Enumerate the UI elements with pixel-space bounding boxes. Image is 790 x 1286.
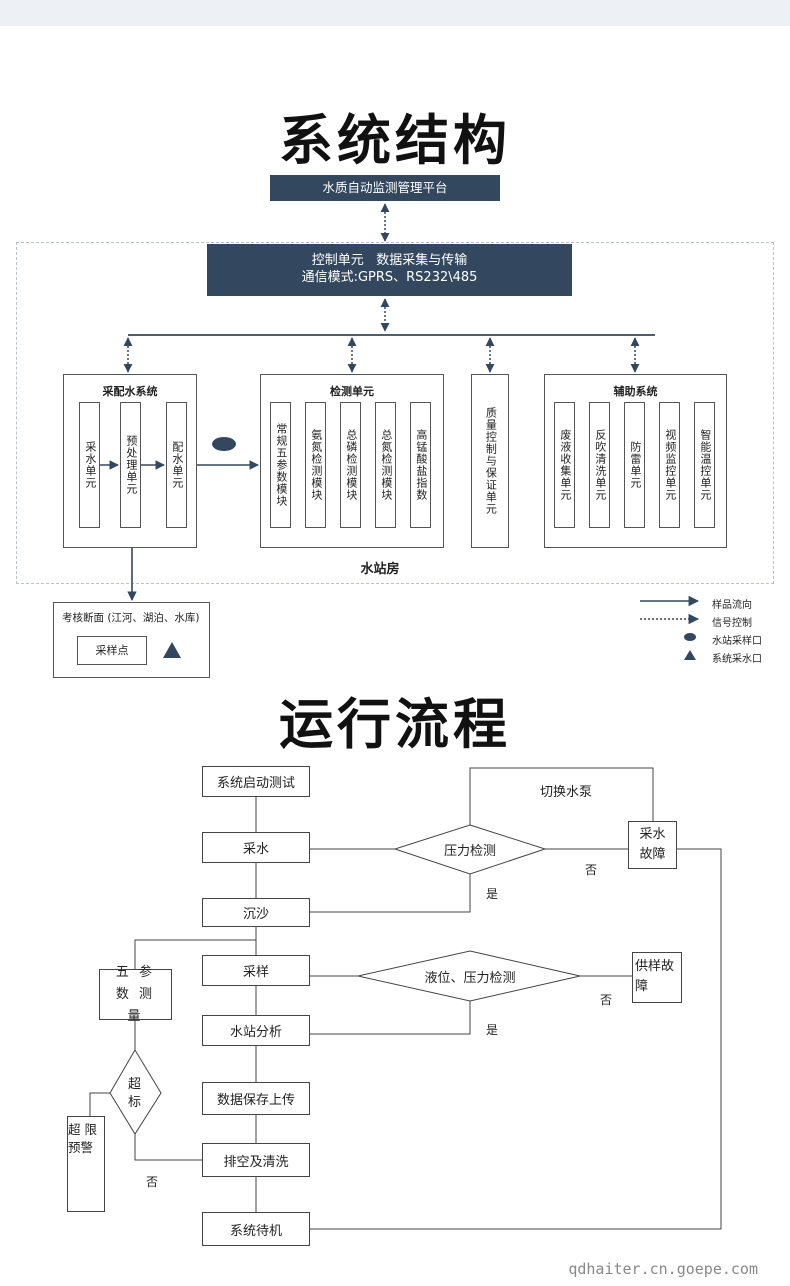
node-take-water: 采水 [202, 832, 310, 863]
unit-video: 视频监控单元 [659, 402, 680, 528]
no-label-3: 否 [146, 1175, 159, 1189]
platform-box: 水质自动监测管理平台 [270, 175, 500, 201]
exceed-label: 超标 [128, 1077, 142, 1110]
station-label: 水站房 [360, 562, 400, 577]
system-intake-port-icon [163, 642, 181, 658]
legend-port-ellipse-icon [684, 633, 696, 641]
station-boundary [16, 242, 774, 584]
node-analysis: 水站分析 [202, 1015, 310, 1046]
legend-sample-flow: 样品流向 [712, 600, 752, 611]
node-drain-clean: 排空及清洗 [202, 1143, 310, 1177]
unit-lightning: 防雷单元 [624, 402, 645, 528]
station-sampling-port-icon [212, 437, 236, 451]
level-check-label: 液位、压力检测 [424, 971, 516, 986]
pressure-check-label: 压力检测 [443, 844, 496, 859]
node-sediment: 沉沙 [202, 898, 310, 927]
footer-url: qdhaiter.cn.goepe.com [568, 1260, 758, 1278]
node-alarm: 超 限 预警 [67, 1116, 105, 1212]
yes-label-2: 是 [486, 1023, 499, 1037]
sample-flow-arrows [100, 460, 259, 601]
node-sampling: 采样 [202, 955, 310, 986]
legend-station-port: 水站采样口 [712, 636, 762, 647]
signal-connectors [123, 203, 640, 373]
unit-distribution: 配水单元 [166, 402, 187, 528]
unit-water-intake: 采水单元 [79, 402, 100, 528]
unit-phosphorus: 总磷检测模块 [340, 402, 361, 528]
quality-control-box: 质量控制与保证单元 [471, 374, 509, 548]
no-label-1: 否 [585, 863, 598, 877]
no-label-2: 否 [600, 993, 613, 1007]
node-supply-fault: 供样故障 [632, 952, 682, 1003]
control-unit-line1: 控制单元 数据采集与传输 [311, 253, 468, 268]
sample-point-box: 采样点 [77, 636, 147, 665]
unit-temperature: 智能温控单元 [694, 402, 715, 528]
node-save-upload: 数据保存上传 [202, 1082, 310, 1115]
top-bar [0, 0, 790, 26]
node-start-test: 系统启动测试 [202, 766, 310, 797]
unit-waste-liquid: 废液收集单元 [554, 402, 575, 528]
legend-system-port: 系统采水口 [712, 654, 762, 665]
assessment-section-box: 考核断面 (江河、湖泊、水库) [53, 602, 210, 678]
legend-signal: 信号控制 [712, 618, 752, 629]
node-standby: 系统待机 [202, 1212, 310, 1246]
legend-triangle-icon [684, 650, 696, 660]
node-pump-fault: 采水故障 [628, 821, 677, 869]
unit-permanganate: 高锰酸盐指数 [410, 402, 431, 528]
unit-pretreatment: 预处理单元 [120, 402, 141, 528]
assessment-section-label: 考核断面 (江河、湖泊、水库) [62, 612, 200, 624]
flow-title: 运行流程 [279, 692, 511, 756]
yes-label-1: 是 [486, 887, 499, 901]
structure-title: 系统结构 [279, 108, 511, 172]
unit-nitrogen: 总氮检测模块 [375, 402, 396, 528]
unit-five-params: 常规五参数模块 [270, 402, 291, 528]
control-unit-box: 控制单元 数据采集与传输 通信模式:GPRS、RS232\485 [207, 244, 572, 296]
unit-ammonia: 氨氮检测模块 [305, 402, 326, 528]
detection-title: 检测单元 [330, 385, 374, 398]
node-five-params: 五 参 数 测 量 [99, 965, 172, 1024]
control-unit-line2: 通信模式:GPRS、RS232\485 [301, 270, 478, 285]
unit-backflush: 反吹清洗单元 [589, 402, 610, 528]
water-system-title: 采配水系统 [102, 385, 158, 398]
switch-pump-label: 切换水泵 [540, 785, 593, 800]
aux-system-title: 辅助系统 [613, 385, 658, 398]
structure-connectors [100, 203, 700, 660]
